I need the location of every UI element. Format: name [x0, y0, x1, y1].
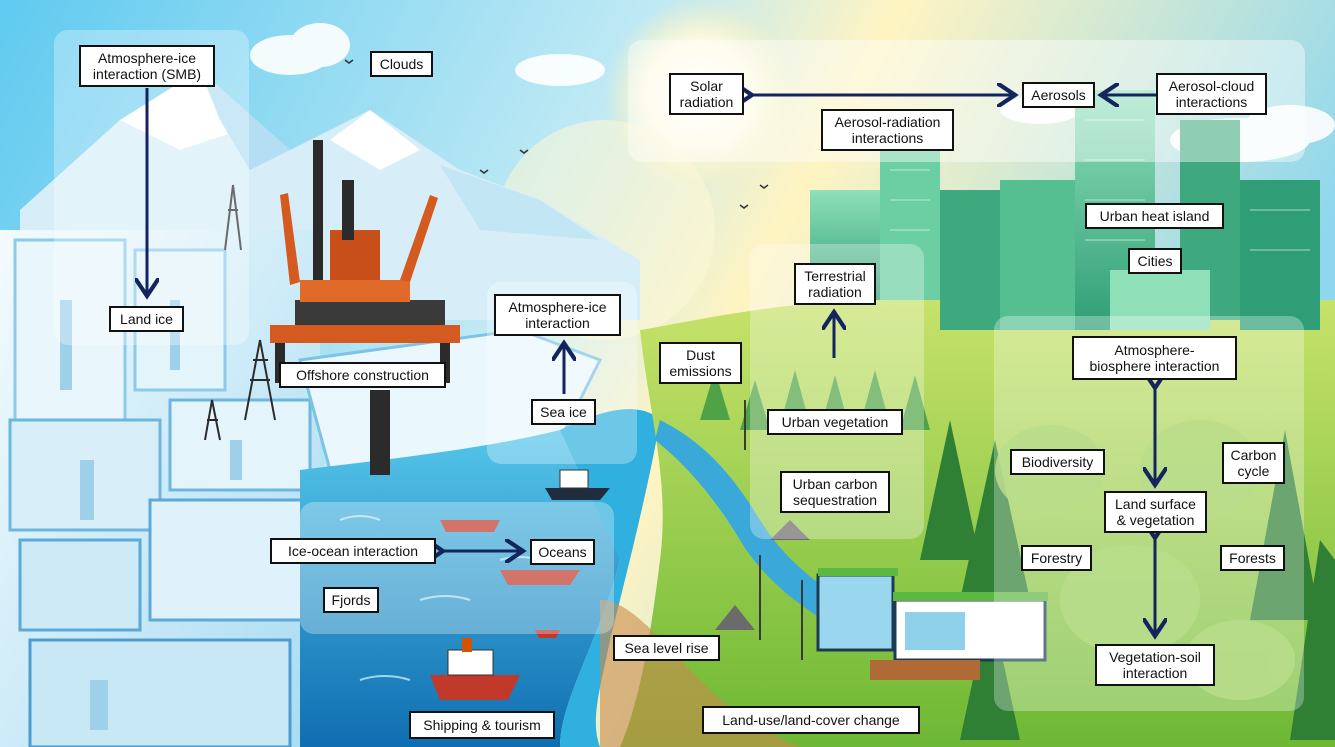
- label-shipping-tourism: Shipping & tourism: [409, 711, 555, 739]
- label-aerosol-cloud-interactions: Aerosol-cloud interactions: [1156, 73, 1267, 115]
- label-oceans: Oceans: [530, 539, 595, 565]
- label-aerosol-radiation-interactions: Aerosol-radiation interactions: [821, 109, 954, 151]
- label-biodiversity: Biodiversity: [1010, 449, 1105, 475]
- label-urban-vegetation: Urban vegetation: [767, 409, 903, 435]
- label-land-use-change: Land-use/land-cover change: [702, 706, 920, 734]
- label-atmosphere-ice-smb: Atmosphere-ice interaction (SMB): [79, 45, 215, 87]
- label-forests: Forests: [1220, 545, 1285, 571]
- label-urban-carbon-sequestration: Urban carbon sequestration: [780, 471, 890, 513]
- label-dust-emissions: Dust emissions: [659, 342, 742, 384]
- label-urban-heat-island: Urban heat island: [1085, 203, 1224, 229]
- house-illustration: [816, 568, 1048, 680]
- panel-ocean: [300, 502, 614, 634]
- label-atmosphere-ice-interaction: Atmosphere-ice interaction: [494, 294, 621, 336]
- label-land-surface-vegetation: Land surface & vegetation: [1104, 491, 1207, 533]
- label-cities: Cities: [1128, 248, 1182, 274]
- label-ice-ocean-interaction: Ice-ocean interaction: [270, 538, 436, 564]
- label-offshore-construction: Offshore construction: [279, 362, 446, 388]
- label-vegetation-soil-interaction: Vegetation-soil interaction: [1095, 644, 1215, 686]
- label-sea-ice: Sea ice: [531, 399, 596, 425]
- label-terrestrial-radiation: Terrestrial radiation: [794, 263, 876, 305]
- label-clouds: Clouds: [370, 51, 433, 77]
- label-fjords: Fjords: [323, 587, 379, 613]
- label-aerosols: Aerosols: [1022, 82, 1095, 108]
- ship-illustration: [430, 469, 610, 700]
- label-forestry: Forestry: [1021, 545, 1092, 571]
- label-land-ice: Land ice: [109, 306, 184, 332]
- label-solar-radiation: Solar radiation: [669, 73, 744, 115]
- label-carbon-cycle: Carbon cycle: [1222, 442, 1285, 484]
- label-sea-level-rise: Sea level rise: [613, 635, 720, 661]
- label-atmosphere-biosphere-interaction: Atmosphere- biosphere interaction: [1072, 336, 1237, 380]
